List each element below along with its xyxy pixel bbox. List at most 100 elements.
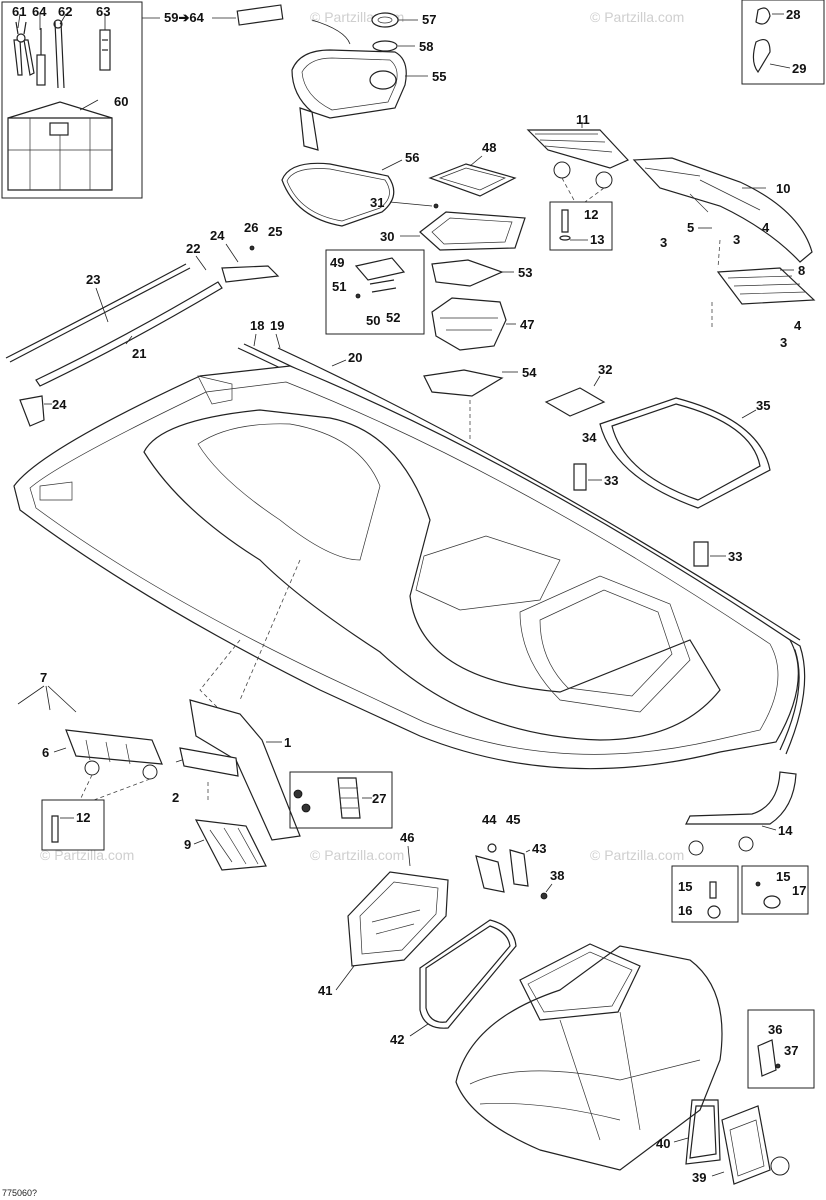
screw-37 bbox=[775, 1063, 781, 1069]
callout-64-kit: 64 bbox=[32, 4, 47, 19]
callout-47: 47 bbox=[520, 317, 534, 332]
detail-circle-6a bbox=[84, 760, 100, 776]
callout-7: 7 bbox=[40, 670, 47, 685]
detail-lines-11 bbox=[561, 177, 605, 203]
hinge-43-a bbox=[475, 855, 505, 893]
callout-49: 49 bbox=[330, 255, 344, 270]
callout-15-a: 15 bbox=[678, 879, 692, 894]
callout-6: 6 bbox=[42, 745, 49, 760]
detail-box-28-29 bbox=[741, 0, 825, 85]
callout-42: 42 bbox=[390, 1032, 404, 1047]
rear-deck-10 bbox=[632, 157, 813, 263]
callout-32: 32 bbox=[598, 362, 612, 377]
gasket-56 bbox=[281, 162, 395, 227]
drawing-code: 775060? bbox=[2, 1188, 37, 1198]
callout-28: 28 bbox=[786, 7, 800, 22]
callout-4-b: 4 bbox=[794, 318, 802, 333]
detail-box-15-16 bbox=[671, 865, 739, 923]
bolt-12-bottom bbox=[51, 815, 59, 843]
callout-57: 57 bbox=[422, 12, 436, 27]
front-bin-contours bbox=[469, 1011, 701, 1141]
frame-30-inner bbox=[431, 217, 513, 245]
callout-40: 40 bbox=[656, 1136, 670, 1151]
trim-21 bbox=[35, 281, 223, 387]
callout-22: 22 bbox=[186, 241, 200, 256]
watermark-left: © Partzilla.com bbox=[40, 847, 134, 863]
detail-box-12-bottom bbox=[41, 799, 105, 851]
callout-48: 48 bbox=[482, 140, 496, 155]
rear-deck-dashes bbox=[711, 239, 721, 330]
storage-tray-55 bbox=[291, 49, 407, 119]
hull-footwell bbox=[197, 423, 381, 561]
vent-9-ribs bbox=[209, 827, 259, 865]
tool-kit-bag bbox=[236, 4, 284, 26]
cover-39 bbox=[721, 1105, 771, 1185]
leader-35 bbox=[741, 409, 757, 419]
detail-circle-11b bbox=[595, 171, 613, 189]
leader-6 bbox=[53, 747, 67, 753]
callout-3-a: 3 bbox=[660, 235, 667, 250]
cover-39-inner bbox=[729, 1119, 765, 1177]
fastener-icon bbox=[433, 203, 439, 209]
clip-27-ribs bbox=[340, 787, 358, 809]
leader-14 bbox=[761, 825, 777, 831]
gasket-42-inner bbox=[425, 925, 511, 1023]
callout-4-a: 4 bbox=[762, 220, 770, 235]
tray-arrow bbox=[311, 19, 351, 45]
callout-31: 31 bbox=[370, 195, 384, 210]
cap-57-inner bbox=[377, 16, 393, 24]
leader-39 bbox=[711, 1171, 725, 1177]
pliers-icon bbox=[13, 39, 35, 76]
vent-6-ribs bbox=[85, 739, 131, 765]
callout-53: 53 bbox=[518, 265, 532, 280]
callout-24-top: 24 bbox=[210, 228, 225, 243]
bracket-49 bbox=[354, 257, 406, 281]
leader-46 bbox=[407, 845, 411, 867]
tray-cup bbox=[369, 70, 397, 90]
tool-pouch bbox=[7, 117, 113, 191]
leader-42 bbox=[409, 1023, 429, 1037]
fastener-27a bbox=[293, 789, 303, 799]
storage-bin-47 bbox=[431, 297, 507, 351]
callout-36: 36 bbox=[768, 1022, 782, 1037]
cap-57 bbox=[371, 12, 399, 28]
frame-30 bbox=[419, 211, 526, 251]
hatch-lid-41-ribs bbox=[371, 909, 421, 935]
seal-35 bbox=[599, 397, 771, 509]
gasket-40 bbox=[685, 1099, 721, 1165]
callout-14: 14 bbox=[778, 823, 793, 838]
callout-52: 52 bbox=[386, 310, 400, 325]
hull-console bbox=[415, 535, 561, 611]
hull-leader-dash-2 bbox=[239, 559, 301, 701]
cap-16 bbox=[707, 905, 721, 919]
wrench-icon bbox=[54, 21, 65, 89]
leader-22 bbox=[195, 255, 207, 271]
callout-20: 20 bbox=[348, 350, 362, 365]
callout-58: 58 bbox=[419, 39, 433, 54]
leader-41 bbox=[335, 965, 355, 991]
callout-11: 11 bbox=[576, 112, 590, 127]
hull-leader-dash-1 bbox=[199, 639, 251, 741]
pliers-pivot bbox=[16, 33, 26, 43]
detail-circle-14b bbox=[738, 836, 754, 852]
callout-61: 61 bbox=[12, 4, 26, 19]
callout-33-a: 33 bbox=[604, 473, 618, 488]
grate-8-ribs bbox=[727, 275, 807, 295]
bolt-15 bbox=[709, 881, 717, 899]
lid-48 bbox=[428, 163, 517, 197]
callout-38: 38 bbox=[550, 868, 564, 883]
watermark-top-right: © Partzilla.com bbox=[590, 9, 684, 25]
leader-19 bbox=[275, 333, 281, 349]
leader-24-top bbox=[225, 243, 239, 263]
leader-32 bbox=[593, 375, 601, 387]
detail-circle-6b bbox=[142, 764, 158, 780]
fastener-51 bbox=[355, 293, 361, 299]
hull-bow-cleat bbox=[39, 481, 73, 501]
tool-kit-box bbox=[1, 1, 143, 199]
fastener-26 bbox=[249, 245, 255, 251]
rub-rail-19 bbox=[277, 347, 801, 641]
callout-3-b: 3 bbox=[733, 232, 740, 247]
hull-illustration bbox=[13, 365, 799, 770]
callout-50: 50 bbox=[366, 313, 380, 328]
